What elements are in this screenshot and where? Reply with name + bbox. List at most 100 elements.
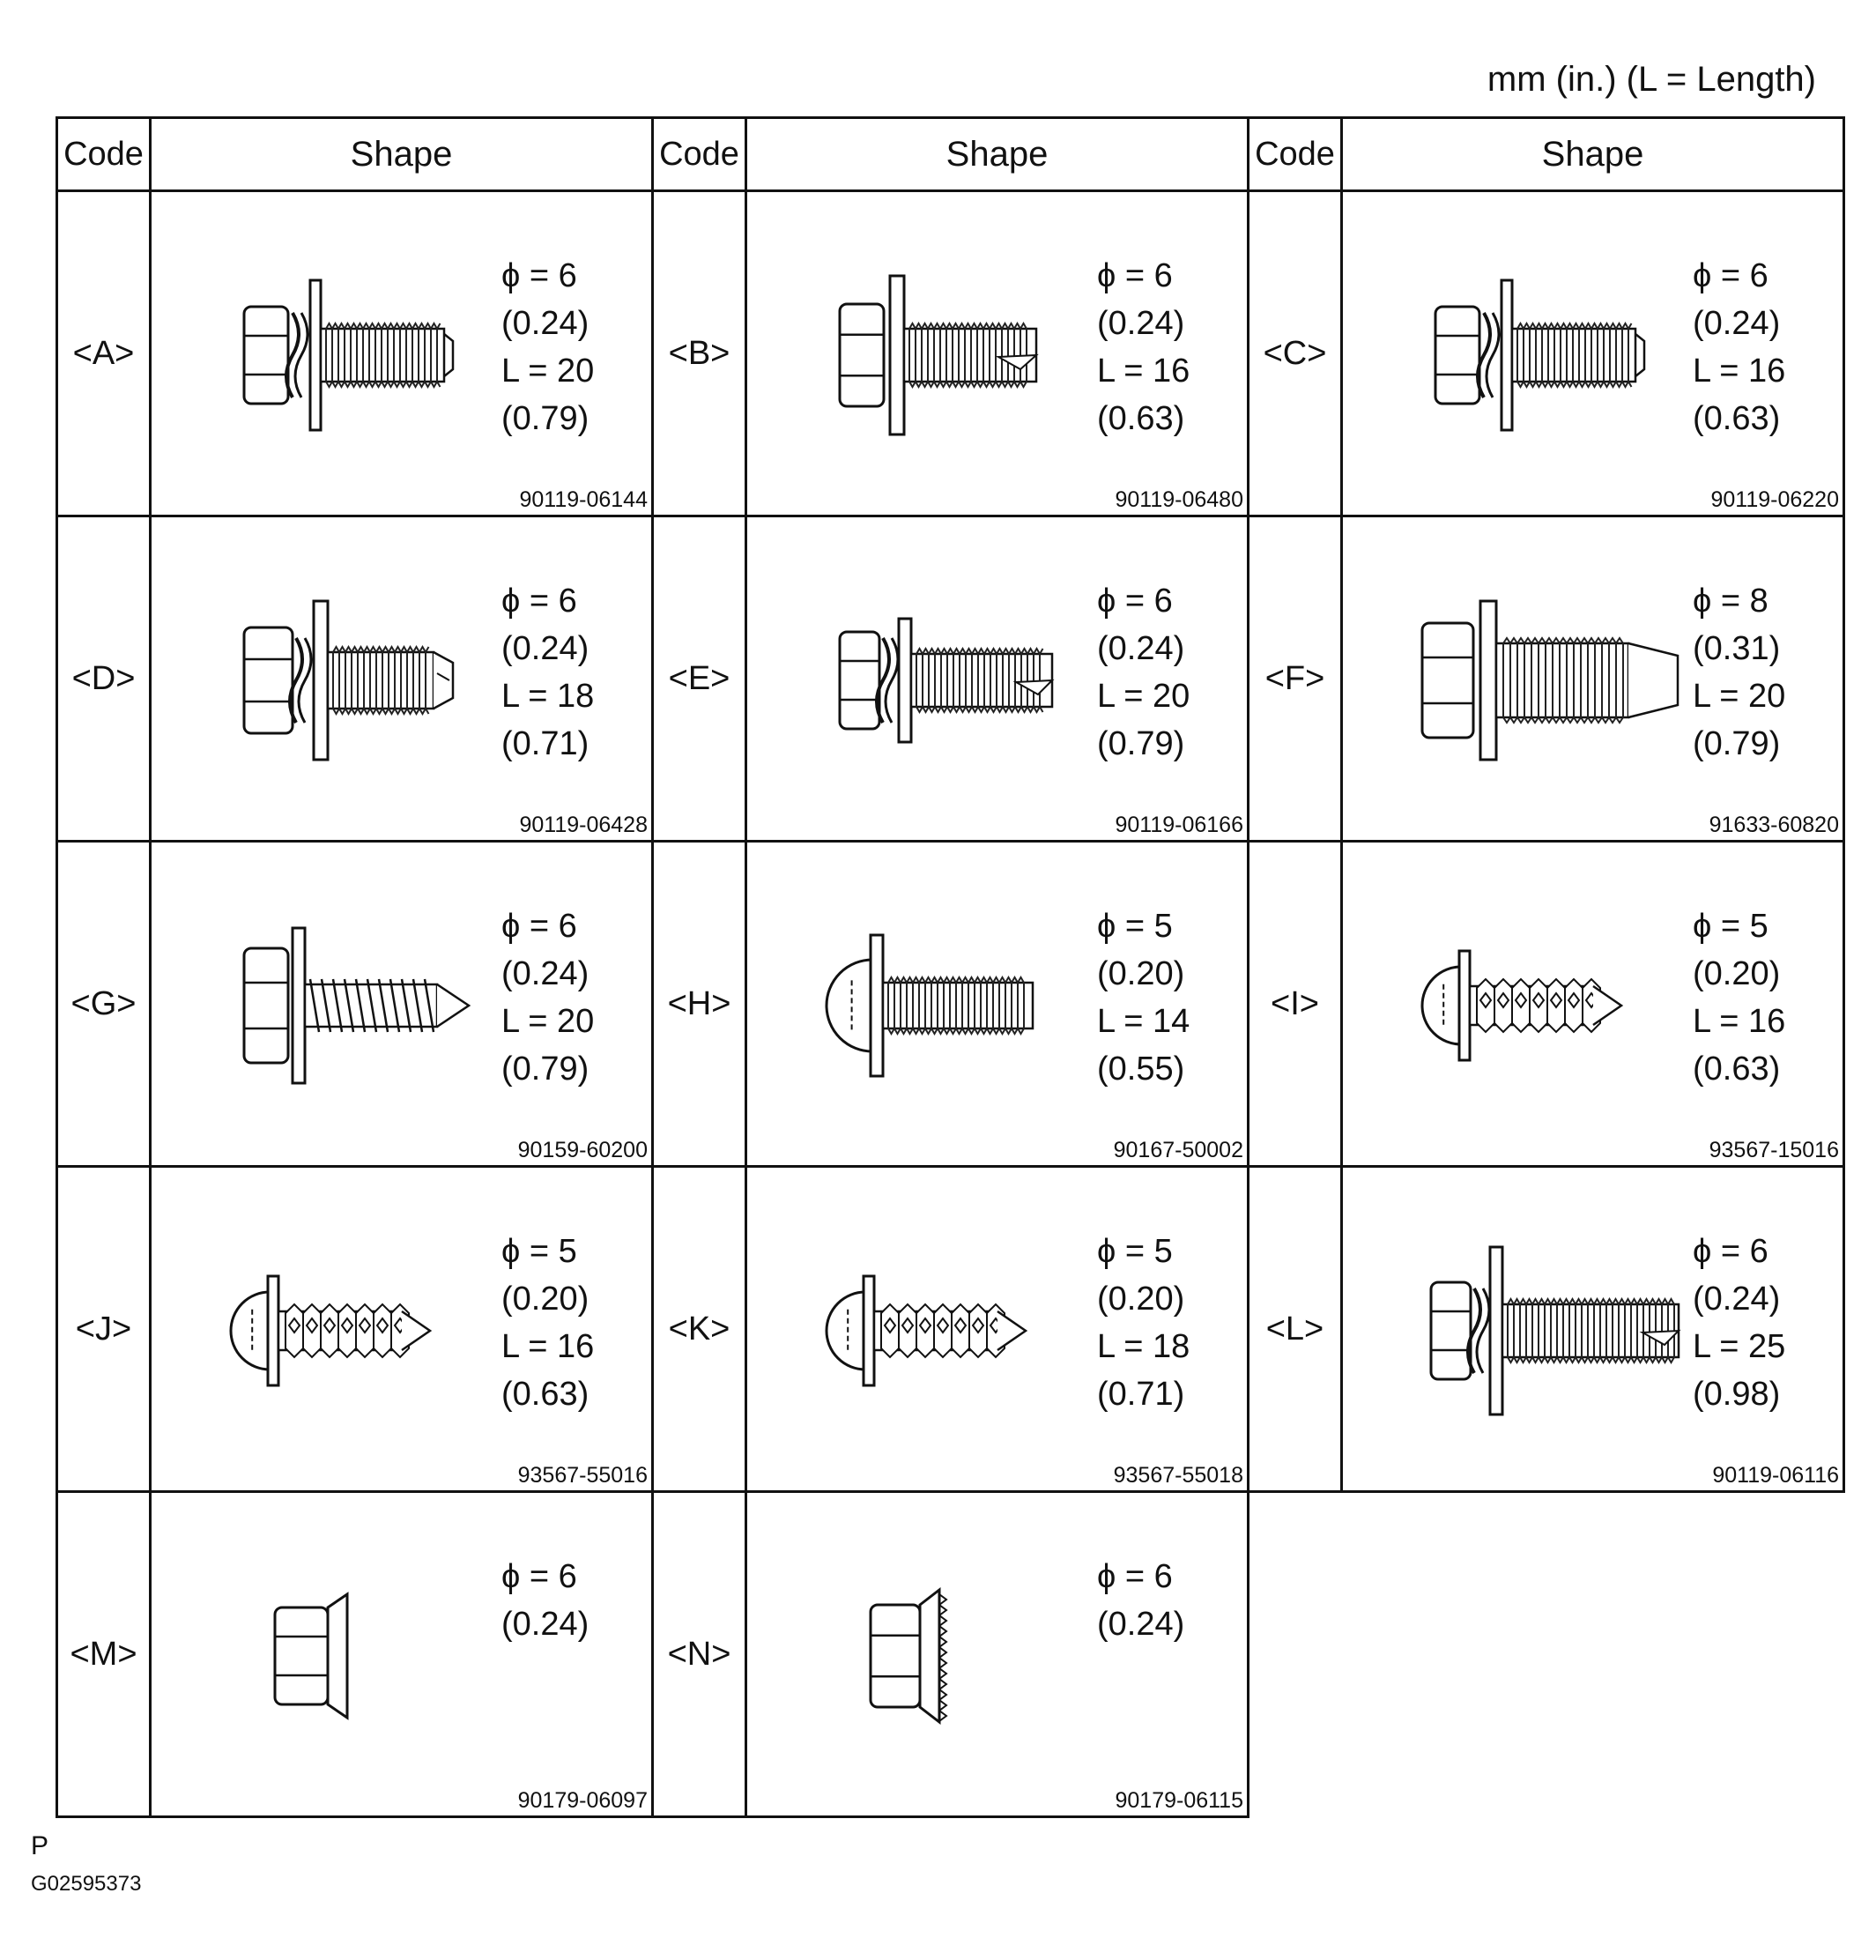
spec-line: L = 20: [501, 1003, 595, 1040]
bolt-long-tip-drawing-icon: [1420, 599, 1680, 761]
part-number: 90167-50002: [1113, 1138, 1243, 1162]
spec-line: ϕ = 6: [1097, 1558, 1173, 1595]
spec-line: (0.79): [501, 400, 589, 437]
code-header: Code: [651, 116, 747, 192]
part-number: 91633-60820: [1709, 813, 1839, 837]
table-row: <M> ϕ = 6(0.24)90179-06097<N> ϕ = 6(0.24…: [56, 1490, 1844, 1818]
spec-line: (0.79): [1693, 725, 1781, 762]
part-shape-cell: ϕ = 5(0.20)L = 14(0.55)90167-50002: [745, 840, 1249, 1168]
part-spec: ϕ = 6 (0.24): [1097, 1553, 1184, 1648]
spec-line: L = 16: [501, 1328, 595, 1365]
bolt-washers-drawing-icon: [1434, 278, 1646, 432]
part-number: 90179-06115: [1115, 1788, 1243, 1813]
spec-line: (0.98): [1693, 1376, 1781, 1413]
part-spec: ϕ = 5(0.20)L = 16(0.63): [1693, 902, 1785, 1093]
shape-header: Shape: [1340, 116, 1845, 192]
pan-tapping-drawing-icon: [825, 1274, 1028, 1387]
spec-line: (0.24): [501, 1606, 589, 1643]
part-code: <H>: [651, 840, 747, 1168]
spec-line: (0.24): [501, 305, 589, 342]
part-spec: ϕ = 5(0.20)L = 16(0.63): [501, 1228, 594, 1418]
part-code: <F>: [1247, 515, 1343, 843]
part-spec: ϕ = 6(0.24)L = 20(0.79): [1097, 577, 1190, 768]
spec-line: ϕ = 6: [501, 257, 577, 294]
part-shape-cell: ϕ = 6(0.24)L = 20(0.79)90159-60200: [149, 840, 654, 1168]
spec-line: L = 20: [1693, 678, 1786, 715]
spec-line: ϕ = 6: [501, 908, 577, 945]
pan-tapping-drawing-icon: [1420, 949, 1624, 1062]
part-spec: ϕ = 5(0.20)L = 18(0.71): [1097, 1228, 1190, 1418]
spec-line: (0.71): [501, 725, 589, 762]
part-number: 90159-60200: [517, 1138, 648, 1162]
spec-line: (0.24): [501, 630, 589, 667]
spec-line: (0.24): [1097, 630, 1185, 667]
part-shape-cell: ϕ = 5(0.20)L = 18(0.71) 93567-55018: [745, 1165, 1249, 1493]
spec-line: ϕ = 8: [1693, 583, 1768, 620]
part-number: 90119-06220: [1710, 487, 1839, 512]
spec-line: ϕ = 6: [501, 583, 577, 620]
spec-line: (0.20): [1693, 955, 1781, 992]
spec-line: L = 16: [1693, 1003, 1786, 1040]
spec-line: (0.63): [1097, 400, 1185, 437]
table-row: <A> ϕ = 6 (0.24) L = 20 (0.79) 90119-06144<B…: [56, 189, 1845, 517]
part-number: 90119-06116: [1712, 1463, 1839, 1488]
spec-line: ϕ = 5: [1693, 908, 1768, 945]
spec-line: (0.63): [1693, 400, 1781, 437]
part-shape-cell: ϕ = 6 (0.24) L = 18 (0.71) 90119-06428: [149, 515, 654, 843]
part-code: <N>: [651, 1490, 747, 1818]
spec-line: ϕ = 6: [501, 1558, 577, 1595]
fastener-table: Code Shape Code Shape Code Shape <A> ϕ =…: [56, 116, 1845, 1818]
part-number: 93567-15016: [1709, 1138, 1839, 1162]
part-spec: ϕ = 5(0.20)L = 14(0.55): [1097, 902, 1190, 1093]
spec-line: (0.71): [1097, 1376, 1185, 1413]
spec-line: (0.24): [1693, 1281, 1781, 1318]
bolt-washers-long-drawing-icon: [1429, 1245, 1681, 1416]
spec-line: L = 25: [1693, 1328, 1786, 1365]
part-shape-cell: ϕ = 6(0.24)L = 20(0.79)90119-06166: [745, 515, 1249, 843]
empty-cell: [1249, 1492, 1342, 1817]
part-shape-cell: ϕ = 6(0.24)L = 16(0.63)90119-06480: [745, 189, 1249, 517]
spec-line: (0.24): [1097, 1606, 1185, 1643]
part-shape-cell: ϕ = 5(0.20)L = 16(0.63)93567-15016: [1340, 840, 1845, 1168]
empty-cell: [1342, 1492, 1844, 1817]
part-code: <G>: [56, 840, 152, 1168]
part-number: 93567-55018: [1113, 1463, 1243, 1488]
part-spec: ϕ = 6 (0.24) L = 20 (0.79): [501, 252, 594, 442]
spec-line: ϕ = 6: [1097, 583, 1173, 620]
part-number: 90119-06144: [519, 487, 648, 512]
spec-line: L = 18: [501, 678, 595, 715]
spec-line: L = 16: [1693, 353, 1786, 390]
spec-line: L = 14: [1097, 1003, 1190, 1040]
spec-line: L = 20: [501, 353, 595, 390]
serrated-nut-drawing-icon: [869, 1586, 948, 1726]
part-spec: ϕ = 6 (0.24) L = 18 (0.71): [501, 577, 594, 768]
unit-note: mm (in.) (L = Length): [1487, 60, 1816, 99]
pan-machine-drawing-icon: [825, 933, 1034, 1078]
part-code: <K>: [651, 1165, 747, 1493]
table-row: <D> ϕ = 6(0.24)L = 18(0.71)90119-06428<E…: [56, 515, 1845, 843]
part-code: <I>: [1247, 840, 1343, 1168]
spec-line: ϕ = 6: [1097, 257, 1173, 294]
part-spec: ϕ = 6(0.24)L = 25(0.98): [1693, 1228, 1785, 1418]
code-header: Code: [1247, 116, 1343, 192]
spec-line: (0.20): [501, 1281, 589, 1318]
bolt-washers-tip-drawing-icon: [242, 599, 455, 761]
part-shape-cell: ϕ = 6(0.24)L = 25(0.98)90119-06116: [1340, 1165, 1845, 1493]
spec-line: L = 16: [1097, 353, 1190, 390]
shape-header: Shape: [149, 116, 654, 192]
flange-nut-drawing-icon: [273, 1592, 349, 1720]
part-code: <B>: [651, 189, 747, 517]
spec-line: (0.31): [1693, 630, 1781, 667]
part-code: <L>: [1247, 1165, 1343, 1493]
part-shape-cell: ϕ = 8 (0.31) L = 20 (0.79) 91633-60820: [1340, 515, 1845, 843]
part-shape-cell: ϕ = 6 (0.24) 90179-06115: [745, 1490, 1249, 1818]
spec-line: (0.24): [1097, 305, 1185, 342]
part-code: <A>: [56, 189, 152, 517]
part-spec: ϕ = 6(0.24)L = 16(0.63): [1693, 252, 1785, 442]
spec-line: (0.79): [501, 1051, 589, 1088]
figure-id: G02595373: [31, 1872, 142, 1896]
spec-line: ϕ = 5: [1097, 1233, 1173, 1270]
spec-line: (0.55): [1097, 1051, 1185, 1088]
part-number: 90119-06428: [519, 813, 648, 837]
bolt-washer-slot-drawing-icon: [838, 274, 1039, 436]
